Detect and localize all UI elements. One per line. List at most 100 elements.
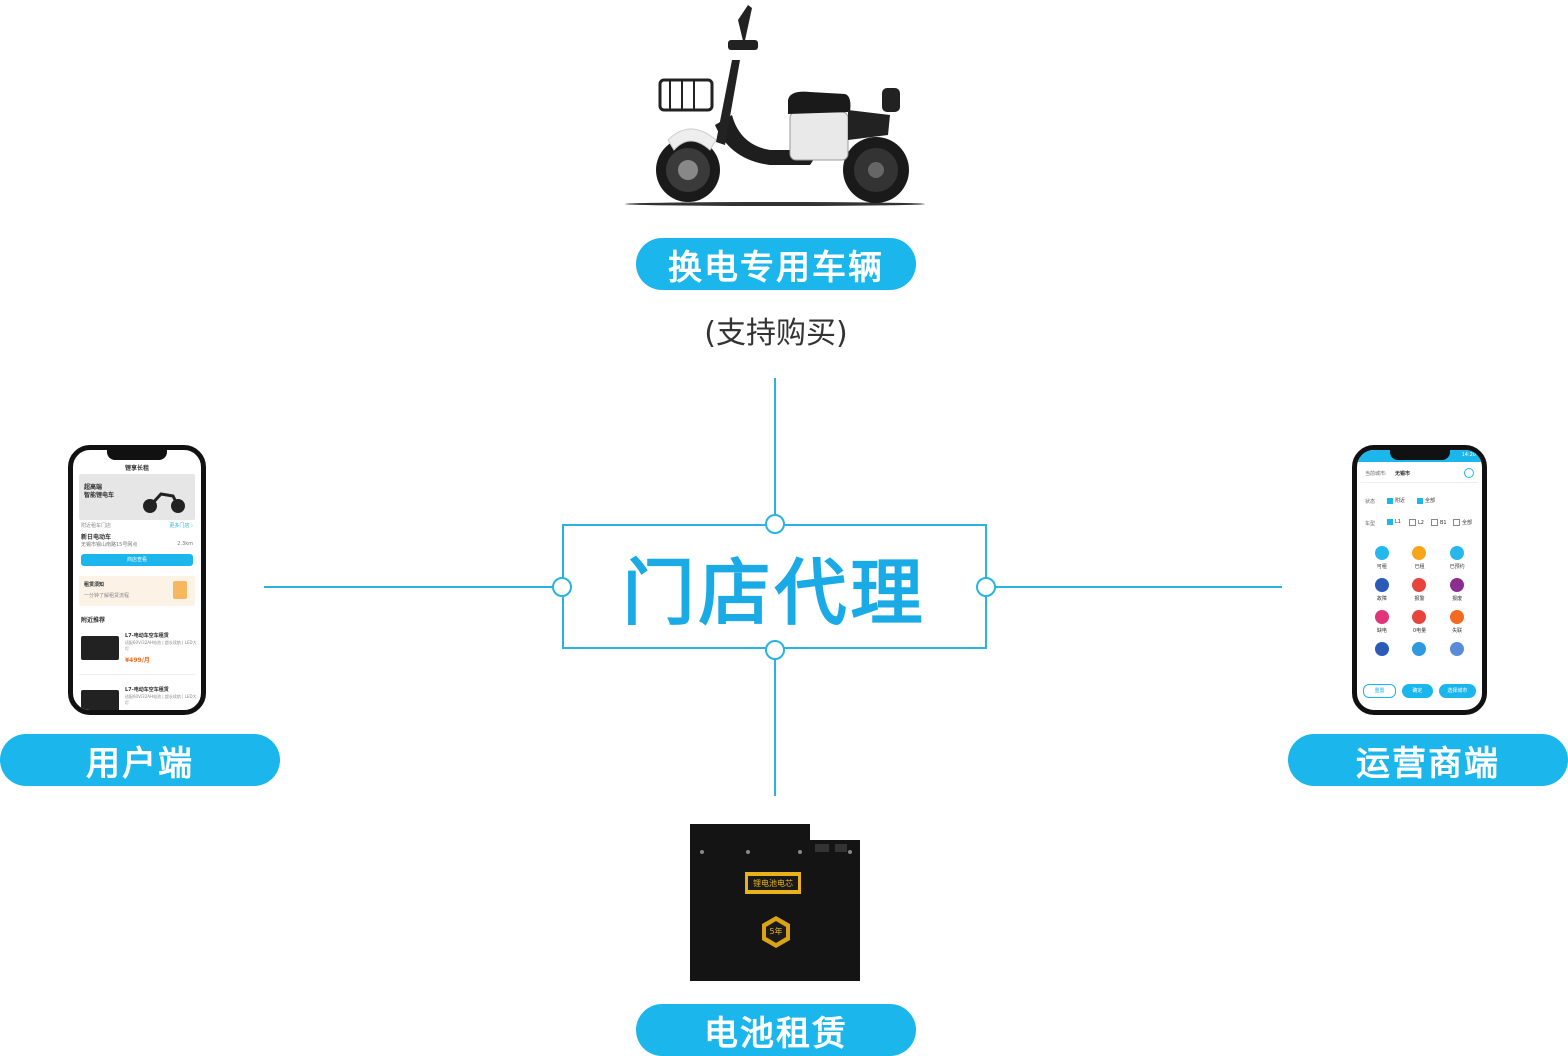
status-circle-icon xyxy=(1412,610,1427,624)
status-label: 状态 xyxy=(1365,499,1376,505)
status-opt[interactable]: 附近 xyxy=(1387,497,1405,504)
phone-notch xyxy=(107,450,167,460)
battery-label: 电池租赁 xyxy=(636,1004,916,1056)
banner-bike-icon xyxy=(141,488,187,514)
help-icon[interactable] xyxy=(1464,468,1474,478)
status-grid-label: 已预约 xyxy=(1449,564,1465,570)
status-circle-icon xyxy=(1450,578,1465,592)
user-label: 用户端 xyxy=(0,734,280,786)
battery-thumb-icon xyxy=(81,636,119,660)
status-grid-label: 可租 xyxy=(1376,564,1387,570)
status-grid-label: 失联 xyxy=(1452,628,1463,634)
document-icon xyxy=(173,581,187,599)
product-name: L7-电动车空车租赁 xyxy=(125,633,169,639)
reset-button[interactable]: 重置 xyxy=(1363,684,1396,698)
status-circle-icon xyxy=(1374,546,1389,560)
status-grid-label: 故障 xyxy=(1376,596,1387,602)
checkbox-icon xyxy=(1431,519,1438,526)
knob-bottom xyxy=(765,640,785,660)
connector-right xyxy=(987,586,1282,588)
model-opt[interactable]: L1 xyxy=(1387,519,1401,525)
more-stores-link[interactable]: 更多门店 › xyxy=(169,523,193,529)
status-grid-item[interactable]: 失联 xyxy=(1438,610,1476,634)
store-distance: 2.3km xyxy=(177,541,193,547)
status-grid-item[interactable]: 已预约 xyxy=(1438,546,1476,570)
battery-thumb-icon xyxy=(81,690,119,710)
status-circle-icon xyxy=(1450,546,1465,560)
status-grid-label: 缺电 xyxy=(1376,628,1387,634)
status-grid-item[interactable]: 报废 xyxy=(1438,578,1476,602)
nearby-store-heading: 附近租车门店 xyxy=(81,523,112,529)
notice-text: 一分钟了解租赁流程 xyxy=(84,593,130,599)
banner-line2: 智能锂电车 xyxy=(84,492,115,499)
battery-badge: 5年 xyxy=(769,927,783,936)
notice-card[interactable]: 租赁须知 一分钟了解租赁流程 xyxy=(79,576,195,606)
status-circle-icon xyxy=(1374,578,1389,592)
status-circle-icon xyxy=(1412,578,1427,592)
user-phone: 锂享长租 超高端 智能锂电车 附近租车门店 更多门店 › 新日电动车 无锡市锡山… xyxy=(68,445,206,715)
status-grid-item[interactable] xyxy=(1363,642,1401,659)
center-node: 门店代理 xyxy=(562,524,987,649)
model-opt[interactable]: L2 xyxy=(1409,519,1424,526)
store-name: 新日电动车 xyxy=(81,534,112,541)
status-grid-item[interactable]: 缺电 xyxy=(1363,610,1401,634)
scooter-image xyxy=(620,0,930,210)
user-app-title: 锂享长租 xyxy=(124,465,149,472)
knob-top xyxy=(765,514,785,534)
battery-image: 锂电池电芯 5年 xyxy=(690,824,862,981)
status-grid-item[interactable] xyxy=(1438,642,1476,659)
status-grid-item[interactable]: 0电量 xyxy=(1401,610,1439,634)
status-grid-label: 已租 xyxy=(1414,564,1425,570)
center-title: 门店代理 xyxy=(622,551,927,635)
status-grid: 可租 已租 已预约故障 报警 报废缺电 0电量 失联 xyxy=(1363,546,1476,659)
status-circle-icon xyxy=(1374,610,1389,624)
product-price: ¥499/月 xyxy=(125,657,150,664)
vehicle-label: 换电专用车辆 xyxy=(636,238,916,290)
status-grid-item[interactable]: 报警 xyxy=(1401,578,1439,602)
store-address: 无锡市锡山南路15号网点 xyxy=(81,542,138,548)
status-grid-item[interactable]: 故障 xyxy=(1363,578,1401,602)
user-banner[interactable]: 超高端 智能锂电车 xyxy=(79,474,195,520)
product-desc: 适配60V/32AH电池 | 超长续航 | LED大灯 xyxy=(125,640,197,651)
battery-label-text: 锂电池电芯 xyxy=(753,879,793,888)
confirm-button[interactable]: 确定 xyxy=(1401,684,1433,698)
checkbox-icon xyxy=(1453,519,1460,526)
knob-right xyxy=(976,577,996,597)
checkbox-checked-icon xyxy=(1417,497,1423,504)
banner-line1: 超高端 xyxy=(84,484,103,491)
status-circle-icon xyxy=(1412,546,1427,560)
status-circle-icon xyxy=(1450,610,1465,624)
connector-left xyxy=(264,586,562,588)
checkbox-checked-icon xyxy=(1387,519,1393,525)
status-circle-icon xyxy=(1412,642,1427,656)
phone-notch xyxy=(1389,450,1450,460)
status-time: 14:20 xyxy=(1461,452,1476,458)
product-card[interactable]: L7-电动车空车租赁 适配60V/32AH电池 | 超长续航 | LED大灯 xyxy=(79,682,197,710)
product-name: L7-电动车空车租赁 xyxy=(125,687,169,693)
select-city-button[interactable]: 选择城市 xyxy=(1438,684,1476,698)
status-circle-icon xyxy=(1374,642,1389,656)
model-opt[interactable]: B1 xyxy=(1431,519,1447,526)
product-card[interactable]: L7-电动车空车租赁 适配60V/32AH电池 | 超长续航 | LED大灯 ¥… xyxy=(79,628,197,675)
city-value[interactable]: 无锡市 xyxy=(1395,471,1411,477)
status-grid-label: 0电量 xyxy=(1412,628,1427,634)
status-grid-item[interactable]: 已租 xyxy=(1401,546,1439,570)
status-grid-item[interactable] xyxy=(1401,642,1439,659)
city-label: 当前城市: xyxy=(1365,471,1387,477)
store-view-button[interactable]: 商店查看 xyxy=(81,554,193,566)
status-grid-label: 报警 xyxy=(1414,596,1425,602)
connector-top xyxy=(774,378,776,524)
operator-phone: 14:20 当前城市: 无锡市 状态 附近 全部 车型 L1 L2 B1 xyxy=(1352,445,1487,715)
recommend-heading: 附近推荐 xyxy=(81,617,106,624)
status-grid-label: 报废 xyxy=(1452,596,1463,602)
checkbox-icon xyxy=(1409,519,1416,526)
knob-left xyxy=(552,577,572,597)
vehicle-sub: (支持购买) xyxy=(704,316,848,351)
notice-title: 租赁须知 xyxy=(84,582,105,588)
connector-bottom xyxy=(774,649,776,796)
product-desc: 适配60V/32AH电池 | 超长续航 | LED大灯 xyxy=(125,694,197,705)
checkbox-checked-icon xyxy=(1387,497,1393,504)
status-opt[interactable]: 全部 xyxy=(1417,497,1435,504)
model-opt[interactable]: 全部 xyxy=(1453,519,1472,526)
status-grid-item[interactable]: 可租 xyxy=(1363,546,1401,570)
